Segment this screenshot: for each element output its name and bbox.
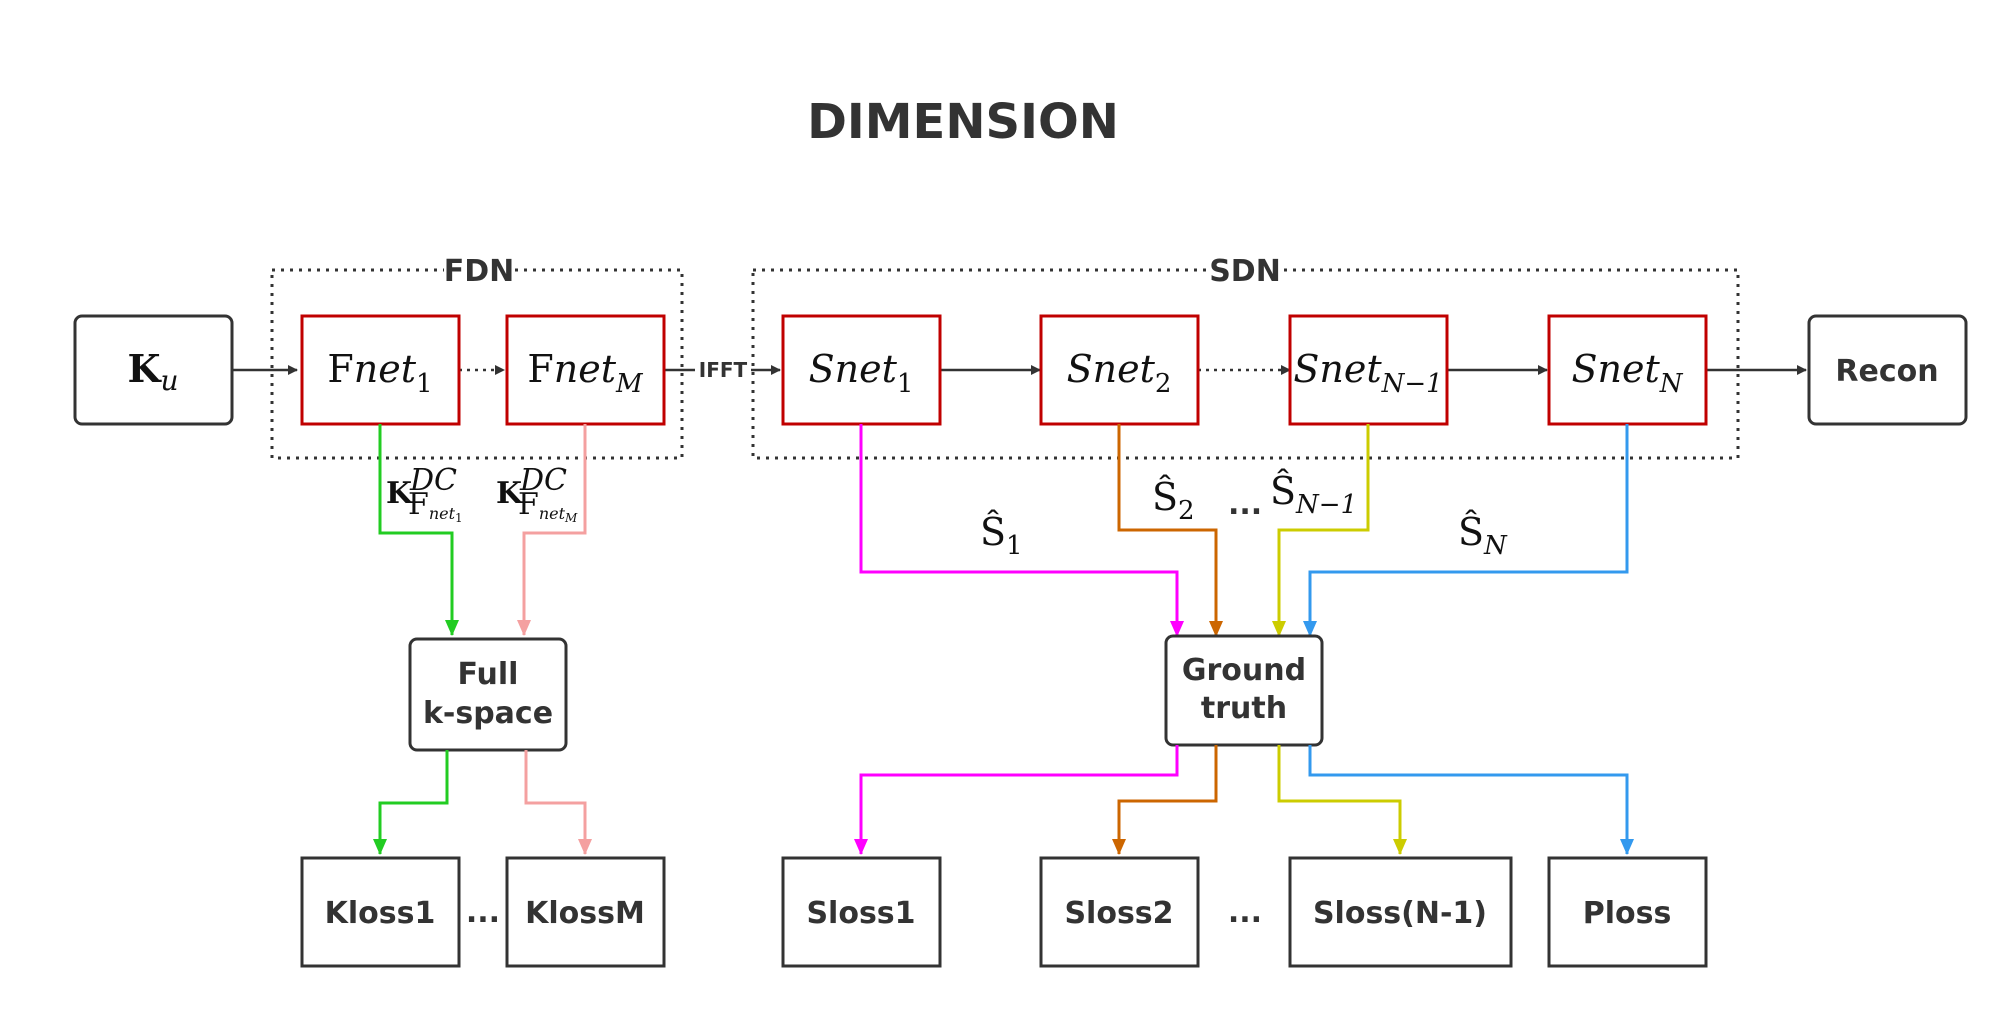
node-sloss2: Sloss2: [1039, 856, 1200, 968]
fdn-group-label: FDN: [444, 254, 515, 289]
node-slossn1: Sloss(N-1): [1288, 856, 1513, 968]
svg-text:k-space: k-space: [423, 696, 553, 731]
svg-text:Fnet1: Fnet1: [327, 347, 432, 399]
ifft-label: IFFT: [699, 358, 748, 382]
edge-snetn-to-groundtruth: [1303, 424, 1629, 637]
svg-text:FnetM: FnetM: [518, 487, 578, 525]
ifft-label-bg: [695, 358, 751, 382]
node-ploss: Ploss: [1547, 856, 1708, 968]
label-k-dc-fnetm: K DC FnetM: [496, 463, 578, 525]
node-fnetm: FnetM: [505, 314, 666, 426]
node-snetn1: SnetN−1: [1288, 314, 1449, 426]
node-full-kspace: Full k-space: [408, 637, 568, 752]
svg-text:Sloss2: Sloss2: [1064, 896, 1173, 931]
svg-text:SnetN−1: SnetN−1: [1293, 347, 1442, 399]
edge-snetn1-to-groundtruth: [1272, 424, 1370, 637]
kloss-ellipsis: ...: [466, 895, 500, 930]
edge-groundtruth-to-ploss: [1308, 745, 1634, 855]
sdn-group-label: SDN: [1209, 254, 1281, 289]
svg-text:K: K: [386, 476, 413, 511]
svg-text:Sloss(N-1): Sloss(N-1): [1313, 896, 1487, 931]
edge-groundtruth-to-sloss1: [854, 745, 1179, 855]
svg-text:DC: DC: [519, 463, 567, 498]
sdn-group-frame: [751, 268, 1740, 460]
edge-groundtruth-to-sloss2: [1112, 745, 1218, 855]
fdn-group-frame: [270, 268, 684, 460]
edge-fnetm-to-fullkspace: [517, 424, 587, 636]
svg-text:Ku: Ku: [127, 346, 178, 397]
svg-text:Ground: Ground: [1182, 653, 1306, 688]
node-snet2: Snet2: [1039, 314, 1200, 426]
svg-text:FnetM: FnetM: [527, 347, 644, 399]
edge-fullkspace-to-kloss1: [373, 750, 449, 855]
node-kloss1: Kloss1: [300, 856, 461, 968]
sdn-label-bg: [1208, 254, 1282, 286]
svg-text:Kloss1: Kloss1: [325, 896, 436, 931]
label-s-hat-2: Ŝ2: [1152, 475, 1195, 526]
svg-text:K: K: [496, 476, 523, 511]
node-recon: Recon: [1807, 314, 1968, 426]
edge-snet1-to-groundtruth: [859, 424, 1184, 637]
svg-text:Full: Full: [458, 657, 519, 692]
edge-fullkspace-to-klossm: [524, 750, 592, 855]
svg-text:Recon: Recon: [1835, 354, 1938, 389]
label-s-ellipsis: ...: [1228, 487, 1262, 522]
svg-text:SnetN: SnetN: [1571, 347, 1683, 399]
svg-text:Snet2: Snet2: [1067, 347, 1172, 399]
label-s-hat-1: Ŝ1: [980, 510, 1023, 561]
node-sloss1: Sloss1: [781, 856, 942, 968]
node-ku: Ku: [73, 314, 234, 426]
label-s-hat-n: ŜN: [1458, 510, 1508, 561]
svg-text:Sloss1: Sloss1: [806, 896, 915, 931]
label-k-dc-fnet1: K DC Fnet1: [386, 463, 463, 525]
diagram-title: DIMENSION: [807, 94, 1119, 150]
edge-fnet1-to-fullkspace: [378, 424, 459, 636]
svg-text:truth: truth: [1201, 691, 1287, 726]
node-snet1: Snet1: [781, 314, 942, 426]
svg-text:KlossM: KlossM: [525, 896, 645, 931]
edge-snet2-to-groundtruth: [1117, 424, 1223, 637]
node-klossm: KlossM: [505, 856, 666, 968]
svg-text:Snet1: Snet1: [809, 347, 914, 399]
svg-text:Fnet1: Fnet1: [408, 487, 463, 525]
label-s-hat-n1: ŜN−1: [1270, 469, 1357, 520]
edge-groundtruth-to-slossn1: [1277, 745, 1407, 855]
svg-text:DC: DC: [409, 463, 457, 498]
svg-text:Ploss: Ploss: [1583, 896, 1672, 931]
node-fnet1: Fnet1: [300, 314, 461, 426]
node-snetn: SnetN: [1547, 314, 1708, 426]
fdn-label-bg: [444, 254, 514, 286]
sloss-ellipsis: ...: [1228, 895, 1262, 930]
node-ground-truth: Ground truth: [1164, 634, 1324, 747]
